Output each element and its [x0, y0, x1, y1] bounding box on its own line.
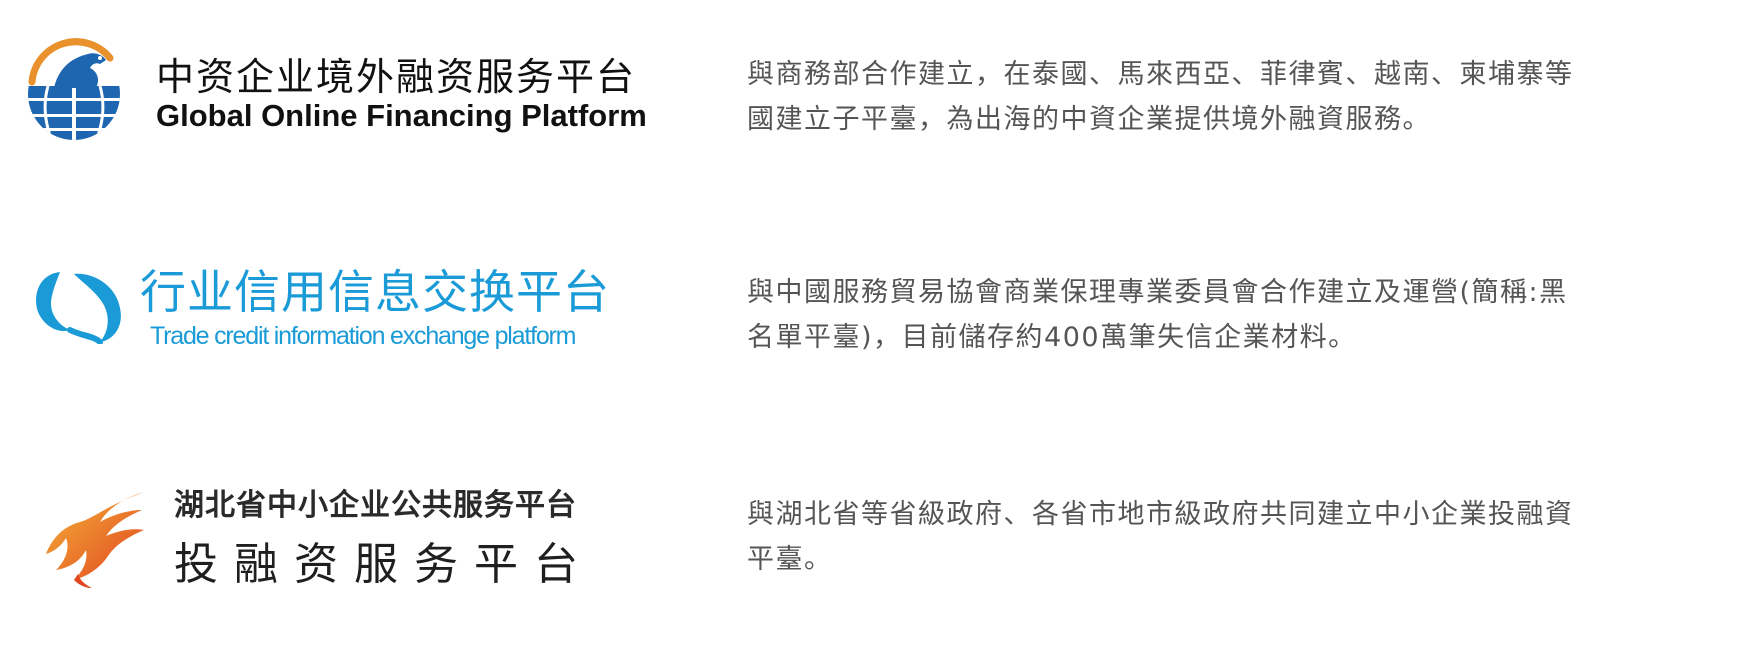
platform-title-en: Trade credit information exchange platfo…: [150, 322, 576, 350]
description-line: 與湖北省等省級政府、各省市地市級政府共同建立中小企業投融資: [747, 499, 1574, 530]
platform-description: 與商務部合作建立，在泰國、馬來西亞、菲律賓、越南、柬埔寨等 國建立子平臺，為出海…: [747, 52, 1687, 142]
platform-description: 與中國服務貿易協會商業保理專業委員會合作建立及運營(簡稱:黑 名單平臺)，目前儲…: [747, 270, 1687, 360]
description-line: 名單平臺)，目前儲存約400萬筆失信企業材料。: [747, 322, 1357, 353]
swirl-logo-icon: [36, 272, 121, 344]
platform-subtitle-zh: 投融资服务平台: [174, 539, 594, 590]
globe-horse-logo-icon: [28, 38, 120, 140]
description-line: 與中國服務貿易協會商業保理專業委員會合作建立及運營(簡稱:黑: [747, 277, 1568, 308]
platform-row-trade-credit: 行业信用信息交换平台 Trade credit information exch…: [0, 250, 1747, 370]
platform-title-zh: 行业信用信息交换平台: [140, 265, 610, 319]
description-line: 與商務部合作建立，在泰國、馬來西亞、菲律賓、越南、柬埔寨等: [747, 59, 1574, 90]
platform-title-zh: 中资企业境外融资服务平台: [156, 55, 637, 99]
platform-row-global-financing: 中资企业境外融资服务平台 Global Online Financing Pla…: [0, 30, 1747, 150]
platform-description: 與湖北省等省級政府、各省市地市級政府共同建立中小企業投融資 平臺。: [747, 492, 1687, 582]
phoenix-logo-icon: [46, 492, 144, 588]
platform-title-en: Global Online Financing Platform: [156, 98, 647, 133]
description-line: 平臺。: [747, 544, 833, 575]
platform-row-hubei-sme: 湖北省中小企业公共服务平台 投融资服务平台 與湖北省等省級政府、各省市地市級政府…: [0, 470, 1747, 600]
platform-title-zh: 湖北省中小企业公共服务平台: [174, 488, 577, 523]
description-line: 國建立子平臺，為出海的中資企業提供境外融資服務。: [747, 104, 1431, 135]
